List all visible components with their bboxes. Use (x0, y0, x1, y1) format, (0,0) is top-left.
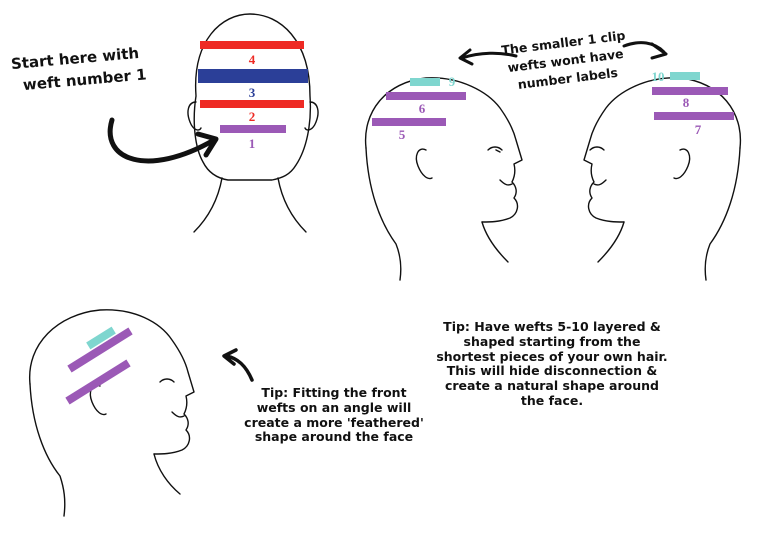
clip-wefts-note: The smaller 1 clip wefts wont have numbe… (501, 28, 631, 94)
weft-4 (200, 41, 304, 49)
arrow-right-to-clip-wefts (624, 43, 666, 58)
angle-tip-line-3: create a more 'feathered' (234, 416, 434, 431)
weft-6 (386, 92, 466, 100)
weft-3 (198, 69, 308, 83)
weft-1-label: 1 (249, 136, 256, 151)
weft-9 (410, 78, 440, 86)
arrow-to-angled-wefts (224, 350, 252, 380)
left-facing-head-outline (584, 78, 740, 280)
weft-2-label: 2 (249, 109, 256, 124)
weft-8-label: 8 (683, 95, 690, 110)
weft-7 (654, 112, 734, 120)
weft-2 (200, 100, 304, 108)
layer-tip-line-2: shaped starting from the (436, 335, 668, 350)
weft-9-label: 9 (449, 74, 456, 89)
layer-tip-line-6: the face. (436, 394, 668, 409)
weft-8 (652, 87, 728, 95)
angle-tip-note: Tip: Fitting the front wefts on an angle… (234, 386, 434, 445)
layer-tip-line-4: This will hide disconnection & (436, 364, 668, 379)
angle-tip-line-4: shape around the face (234, 430, 434, 445)
angle-tip-line-2: wefts on an angle will (234, 401, 434, 416)
angled-wefts (65, 327, 132, 405)
layer-tip-line-3: shortest pieces of your own hair. (436, 350, 668, 365)
weft-4-label: 4 (249, 52, 256, 67)
layering-tip-note: Tip: Have wefts 5-10 layered & shaped st… (436, 320, 668, 409)
weft-6-label: 6 (419, 101, 426, 116)
weft-10-label: 10 (652, 69, 665, 84)
weft-5-label: 5 (399, 127, 406, 142)
weft-7-label: 7 (695, 122, 702, 137)
angle-tip-line-1: Tip: Fitting the front (234, 386, 434, 401)
start-here-note: Start here with weft number 1 (10, 43, 147, 95)
layer-tip-line-1: Tip: Have wefts 5-10 layered & (436, 320, 668, 335)
weft-1 (220, 125, 286, 133)
weft-3-label: 3 (249, 85, 256, 100)
layer-tip-line-5: create a natural shape around (436, 379, 668, 394)
right-facing-head-outline (366, 78, 522, 280)
weft-10 (670, 72, 700, 80)
weft-5 (372, 118, 446, 126)
